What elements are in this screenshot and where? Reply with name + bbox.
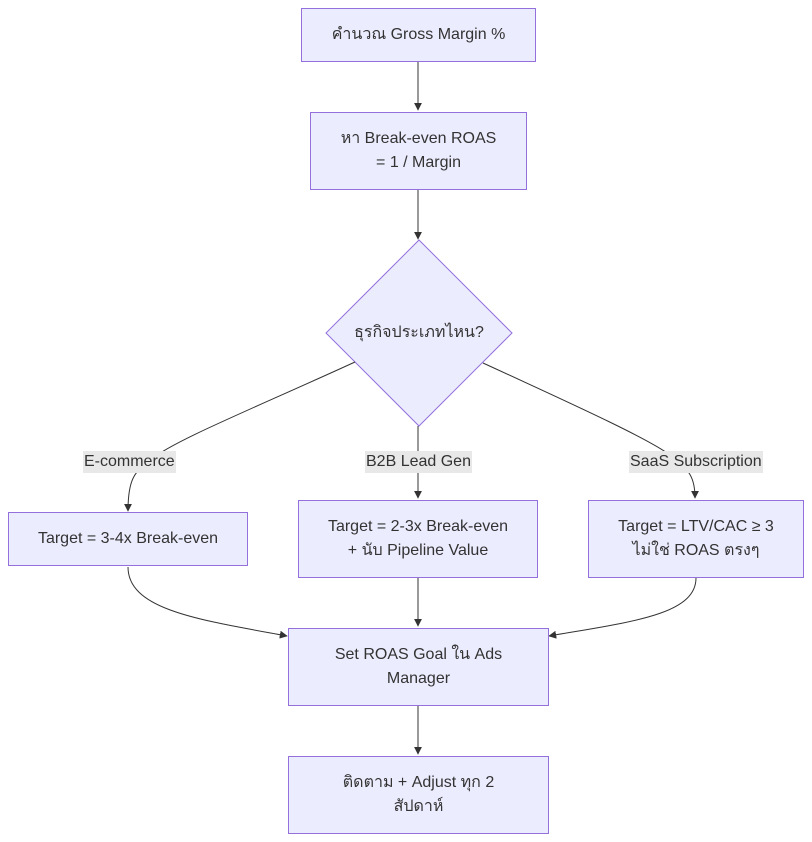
- node-saas-target-line2: ไม่ใช่ ROAS ตรงๆ: [632, 542, 760, 559]
- node-b2b-target-line1: Target = 2-3x Break-even: [327, 518, 509, 535]
- node-saas-target: Target = LTV/CAC ≥ 3 ไม่ใช่ ROAS ตรงๆ: [588, 500, 804, 578]
- node-b2b-target: Target = 2-3x Break-even + นับ Pipeline …: [298, 500, 538, 578]
- node-calc-margin: คำนวณ Gross Margin %: [301, 8, 536, 62]
- edge-decision-to-ecommerce: [124, 361, 356, 512]
- node-break-even-line2: = 1 / Margin: [376, 154, 461, 171]
- edge-label-saas: SaaS Subscription: [629, 451, 763, 473]
- edge-label-b2b: B2B Lead Gen: [365, 451, 472, 473]
- node-monitor-line1: ติดตาม + Adjust ทุก 2: [342, 774, 495, 791]
- edge-saas-to-setgoal: [548, 577, 697, 639]
- node-monitor-line2: สัปดาห์: [393, 798, 444, 815]
- node-set-goal: Set ROAS Goal ใน Ads Manager: [288, 628, 549, 706]
- node-business-type-text: ธุรกิจประเภทไหน?: [354, 324, 484, 341]
- edge-label-ecommerce: E-commerce: [83, 451, 176, 473]
- node-set-goal-line1: Set ROAS Goal ใน Ads: [334, 646, 503, 663]
- edge-decision-to-saas: [482, 362, 699, 499]
- edge-ecommerce-to-setgoal: [127, 566, 288, 639]
- node-break-even-line1: หา Break-even ROAS: [340, 130, 497, 147]
- node-b2b-target-line2: + นับ Pipeline Value: [347, 542, 489, 559]
- node-saas-target-line1: Target = LTV/CAC ≥ 3: [618, 518, 774, 535]
- node-ecommerce-target: Target = 3-4x Break-even: [8, 512, 248, 566]
- node-set-goal-line2: Manager: [386, 670, 451, 687]
- decision-diamond: [325, 239, 513, 427]
- node-monitor: ติดตาม + Adjust ทุก 2 สัปดาห์: [288, 756, 549, 834]
- node-break-even: หา Break-even ROAS = 1 / Margin: [310, 112, 527, 190]
- node-business-type: ธุรกิจประเภทไหน?: [326, 240, 512, 426]
- node-calc-margin-text: คำนวณ Gross Margin %: [331, 26, 506, 43]
- node-ecommerce-target-text: Target = 3-4x Break-even: [37, 530, 219, 547]
